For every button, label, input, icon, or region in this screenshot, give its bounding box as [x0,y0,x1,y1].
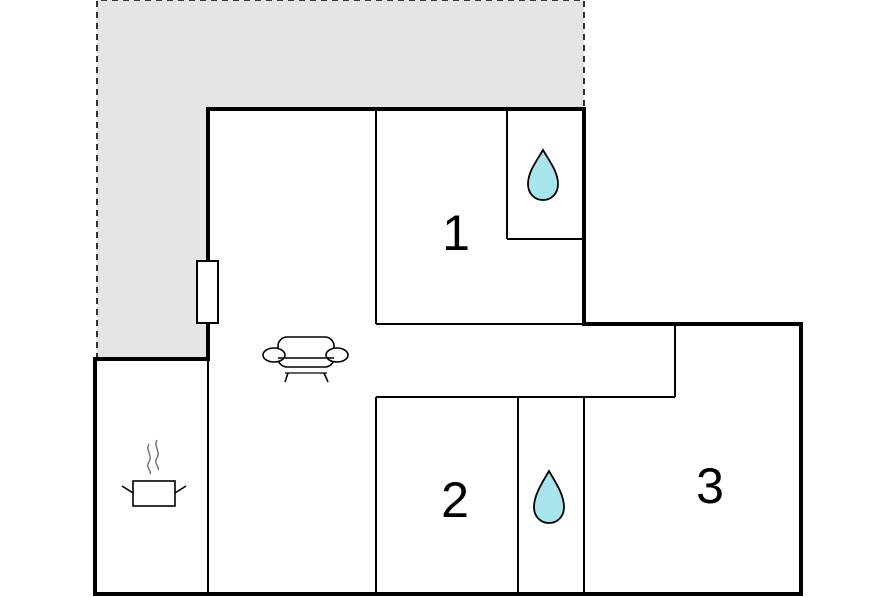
room-label-1: 1 [442,205,470,261]
room-label-3: 3 [696,458,724,514]
terrace [96,0,585,359]
water-drop-icon [533,469,565,524]
bathroom-2 [533,469,565,524]
sofa-icon [262,336,349,383]
interior-walls [207,109,676,594]
room-label-2: 2 [441,472,469,528]
water-drop-icon [527,148,559,201]
cooking-pot-icon [121,439,187,507]
bathroom-1 [527,148,559,201]
window-icon [196,260,219,324]
